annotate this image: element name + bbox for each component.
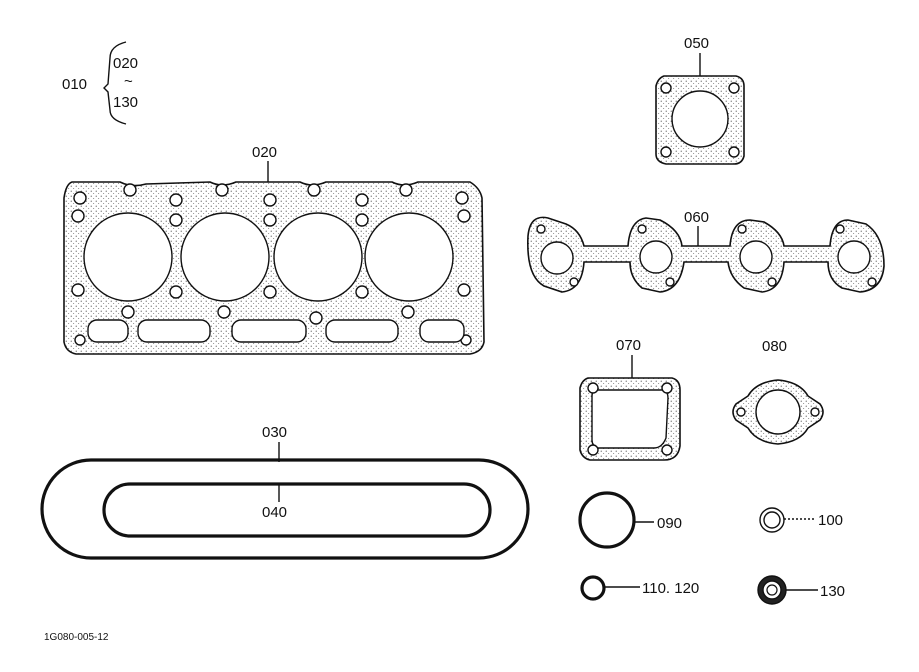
part-070-cover-gasket: 070 (579, 337, 681, 461)
part-090-label: 090 (657, 515, 682, 532)
small-ring-inner (763, 511, 781, 529)
o-ring-small (580, 575, 606, 601)
part-060-manifold-gasket: 060 (527, 209, 885, 293)
part-030-label: 030 (262, 424, 287, 441)
head-gasket-cylinder-bores (83, 212, 454, 302)
square-gasket-bore (671, 90, 729, 148)
set-number-label: 010 (62, 76, 87, 93)
manifold-gasket-body (527, 216, 885, 293)
o-ring-large (578, 491, 636, 549)
part-050-square-gasket: 050 (655, 35, 745, 165)
figure-code: 1G080-005-12 (44, 632, 109, 643)
flange-gasket-bore (755, 389, 801, 435)
part-020-label: 020 (252, 144, 277, 161)
part-060-label: 060 (684, 209, 709, 226)
part-040-label: 040 (262, 504, 287, 521)
oil-seal-bore (766, 584, 778, 596)
part-100-label: 100 (818, 512, 843, 529)
part-020-head-gasket: 020 (63, 144, 485, 355)
part-070-label: 070 (616, 337, 641, 354)
part-090-o-ring: 090 (578, 491, 682, 549)
set-range-start-label: 020 (113, 55, 138, 72)
outer-seal-ring (40, 458, 530, 560)
part-130-oil-seal: 130 (757, 575, 845, 605)
part-080-flange-gasket: 080 (732, 338, 824, 445)
part-040-inner-seal: 040 (102, 482, 492, 538)
inner-seal-ring (102, 482, 492, 538)
part-030-outer-seal: 030 (40, 424, 530, 560)
part-080-label: 080 (762, 338, 787, 355)
part-050-label: 050 (684, 35, 709, 52)
part-110-120-o-ring: 110. 120 (580, 575, 699, 601)
set-brace (103, 41, 127, 125)
part-110-120-label: 110. 120 (642, 580, 699, 597)
part-100-ring: 100 (759, 507, 843, 533)
set-range-separator: ~ (124, 73, 133, 90)
set-callout: 010 020 ~ 130 (62, 41, 138, 125)
small-ring-outer (759, 507, 785, 533)
set-range-end-label: 130 (113, 94, 138, 111)
part-130-label: 130 (820, 583, 845, 600)
head-gasket-bolt-holes (71, 183, 472, 346)
head-gasket-water-passages (87, 319, 465, 343)
